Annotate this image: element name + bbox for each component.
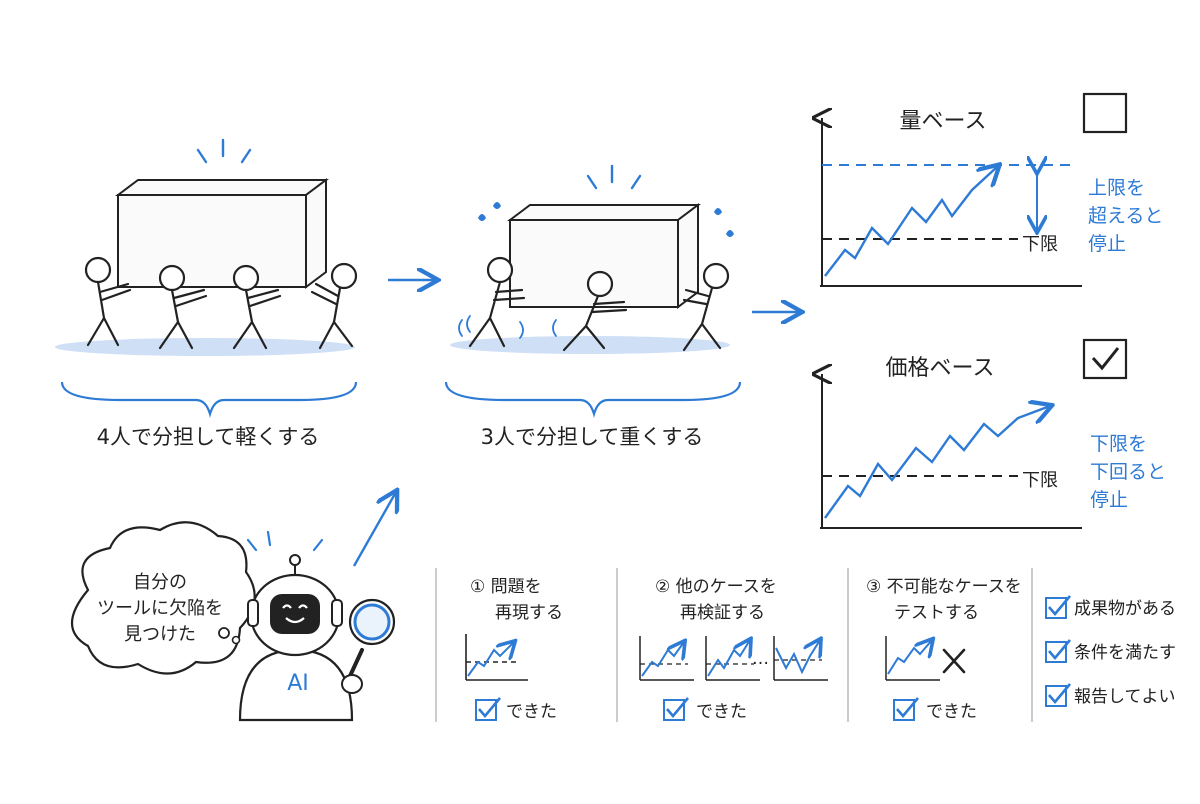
- scene-four-people: 4人で分担して軽くする: [55, 138, 358, 449]
- checklist-item: 成果物がある: [1074, 599, 1176, 619]
- stick-figure: [310, 262, 358, 350]
- done-checkbox: [663, 699, 685, 721]
- stick-figures: [468, 256, 730, 352]
- note-line: 停止: [1088, 233, 1126, 255]
- step-title: ② 他のケースを: [655, 577, 777, 597]
- stick-figure: [468, 256, 526, 348]
- chart-price: 価格ベース 下限 下限を 下回ると 停止: [820, 338, 1166, 529]
- mini-chart: [773, 636, 828, 681]
- curly-brace: [444, 381, 742, 418]
- stick-figure: [158, 264, 208, 350]
- strain-lines: [586, 164, 642, 190]
- panel-dividers: [435, 568, 1033, 722]
- mini-chart: [639, 636, 694, 681]
- sweat-drops: [478, 202, 734, 237]
- checkmark-icon: [1048, 639, 1071, 661]
- robot: AI: [238, 530, 396, 722]
- stick-figures: [84, 256, 358, 350]
- checkmark-icon: [1048, 683, 1071, 705]
- step-status: できた: [926, 702, 977, 722]
- unchecked-checkbox: [1082, 92, 1128, 134]
- caption-four-people: 4人で分担して軽くする: [97, 425, 320, 449]
- stick-figure: [682, 262, 730, 352]
- thought-line: ツールに欠陥を: [97, 598, 223, 619]
- mini-chart: [705, 636, 760, 681]
- checklist-box: [1045, 685, 1067, 707]
- thought-bubble: 自分の ツールに欠陥を 見つけた: [71, 521, 256, 675]
- note-line: 超えると: [1088, 205, 1163, 227]
- magnifier-icon: [341, 598, 396, 694]
- step-title: 再検証する: [680, 603, 765, 623]
- cross-icon: [942, 648, 966, 674]
- step-reproduce: ① 問題を 再現する できた: [465, 577, 563, 722]
- step-impossible-case: ③ 不可能なケースを テストする できた: [866, 577, 1022, 722]
- chart-title: 価格ベース: [886, 356, 995, 381]
- checklist-item: 報告してよい: [1074, 687, 1176, 707]
- motion-lines: [458, 315, 557, 339]
- step-title: ① 問題を: [470, 577, 542, 597]
- checkmark-icon: [896, 697, 919, 719]
- ground-shadow: [450, 336, 730, 354]
- mini-chart: [885, 636, 940, 681]
- caption-three-people: 3人で分担して重くする: [481, 425, 704, 449]
- rising-trend-line: [824, 166, 998, 277]
- step-status: できた: [696, 702, 747, 722]
- note-line: 下限を: [1090, 433, 1147, 455]
- box-large: [115, 178, 329, 289]
- lower-limit-label: 下限: [1022, 470, 1058, 491]
- chart-volume: 量ベース 下限 上限を 超えると 停止: [820, 92, 1163, 287]
- step-reverify: ② 他のケースを 再検証する … できた: [639, 577, 828, 722]
- curly-brace: [60, 381, 358, 418]
- mini-chart: [465, 634, 528, 681]
- note-line: 上限を: [1088, 177, 1145, 199]
- rising-trend-line: [824, 406, 1050, 519]
- checked-checkbox: [1082, 338, 1128, 380]
- note-line: 停止: [1090, 489, 1128, 511]
- stick-figure: [232, 264, 282, 350]
- checkmark-icon: [1091, 347, 1120, 371]
- step-title: テストする: [894, 603, 979, 623]
- chart-title: 量ベース: [900, 109, 987, 134]
- strain-lines: [196, 138, 252, 164]
- upward-arrow: [352, 492, 396, 567]
- scene-three-people: 3人で分担して重くする: [444, 164, 742, 449]
- robot-visor: [270, 594, 320, 634]
- thought-line: 見つけた: [124, 624, 196, 645]
- checkmark-icon: [1048, 595, 1071, 617]
- checkmark-icon: [478, 697, 501, 719]
- checklist-item: 条件を満たす: [1074, 643, 1176, 663]
- thought-line: 自分の: [133, 572, 187, 593]
- done-checkbox: [475, 699, 497, 721]
- step-title: 再現する: [495, 603, 563, 623]
- ellipsis: …: [752, 649, 769, 669]
- done-checkbox: [893, 699, 915, 721]
- checklist-box: [1045, 641, 1067, 663]
- completion-checklist: 成果物がある 条件を満たす 報告してよい: [1045, 595, 1176, 707]
- step-status: できた: [506, 702, 557, 722]
- checkmark-icon: [666, 697, 689, 719]
- alert-lines: [246, 530, 324, 552]
- stick-figure: [562, 270, 628, 352]
- ground-shadow: [55, 338, 355, 356]
- stick-figure: [84, 256, 132, 347]
- checklist-box: [1045, 597, 1067, 619]
- lower-limit-label: 下限: [1022, 234, 1058, 255]
- step-title: ③ 不可能なケースを: [866, 577, 1022, 597]
- robot-ai-badge: AI: [287, 671, 309, 696]
- note-line: 下回ると: [1090, 461, 1166, 483]
- stop-note: 上限を 超えると 停止: [1088, 177, 1163, 255]
- stop-note: 下限を 下回ると 停止: [1090, 433, 1166, 511]
